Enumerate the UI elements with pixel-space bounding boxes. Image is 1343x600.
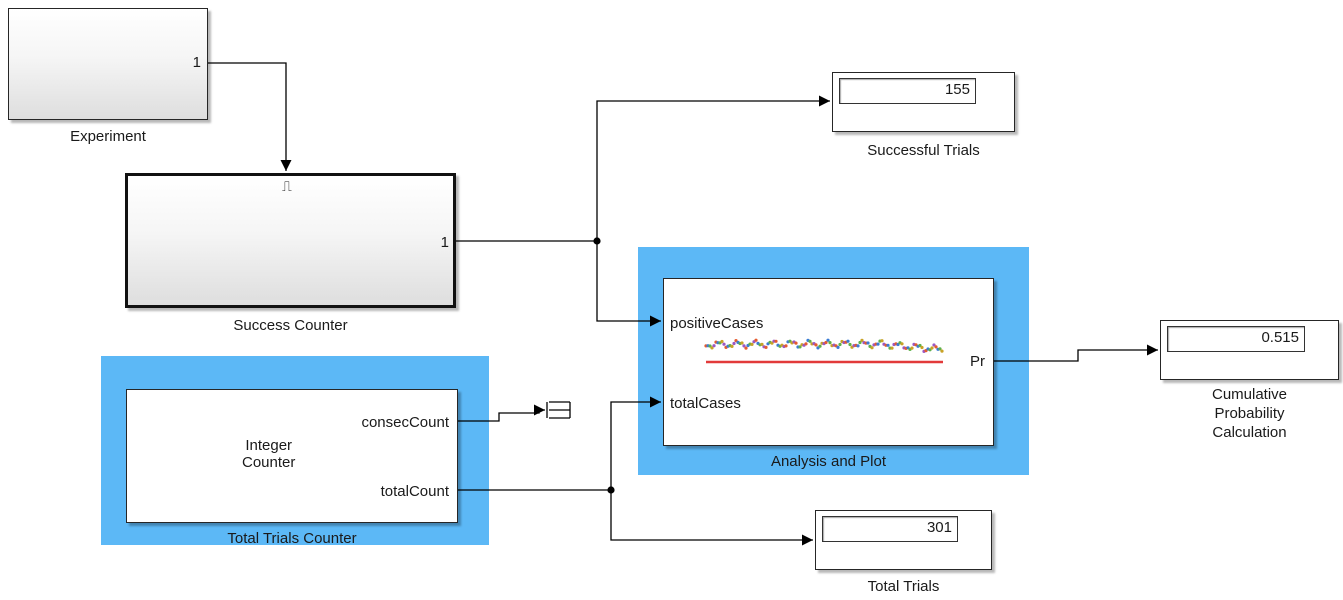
total-cases-port-label: totalCases [670, 395, 741, 412]
signal-line-branch-to-total-trials [610, 490, 813, 546]
terminator-icon [546, 401, 571, 419]
positive-cases-port-label: positiveCases [670, 315, 764, 332]
experiment-label[interactable]: Experiment [70, 128, 146, 145]
successful-trials-label[interactable]: Successful Trials [867, 142, 980, 159]
total-count-port-label: totalCount [380, 483, 449, 500]
integer-counter-label: Integer Counter [242, 437, 296, 471]
analysis-and-plot-label[interactable]: Analysis and Plot [770, 453, 887, 470]
experiment-block[interactable]: 1 [8, 8, 208, 120]
pr-port-label: Pr [970, 353, 985, 370]
branch-point-total [607, 486, 615, 494]
successful-trials-value: 155 [839, 78, 976, 104]
total-trials-counter-label[interactable]: Total Trials Counter [227, 530, 357, 547]
branch-point-success [593, 237, 601, 245]
experiment-output-port-label: 1 [192, 54, 201, 71]
total-trials-counter-block[interactable]: Integer Counter consecCount totalCount [126, 389, 458, 523]
total-trials-display-block[interactable]: 301 [815, 510, 992, 570]
cumulative-probability-display-block[interactable]: 0.515 [1160, 320, 1339, 380]
cumulative-probability-value: 0.515 [1167, 326, 1305, 352]
success-counter-label[interactable]: Success Counter [233, 317, 348, 334]
total-trials-label[interactable]: Total Trials [867, 578, 940, 595]
cumulative-probability-label[interactable]: Cumulative Probability Calculation [1211, 386, 1288, 441]
successful-trials-display-block[interactable]: 155 [832, 72, 1015, 132]
total-trials-value: 301 [822, 516, 958, 542]
consec-count-port-label: consecCount [361, 414, 449, 431]
trigger-port-icon: ⎍ [282, 178, 292, 194]
analysis-and-plot-block[interactable]: positiveCases totalCases Pr [663, 278, 994, 446]
signal-line-experiment-to-trigger [208, 62, 292, 171]
success-counter-block[interactable]: ⎍ 1 [125, 173, 456, 308]
signal-line-branch-to-successful-trials [596, 95, 830, 241]
success-counter-output-port-label: 1 [440, 234, 449, 251]
